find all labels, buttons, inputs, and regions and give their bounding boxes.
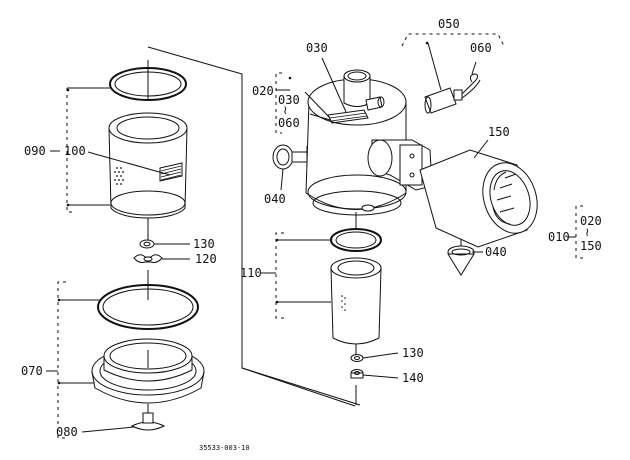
dust-cup xyxy=(91,338,205,404)
inlet-duct xyxy=(367,139,433,191)
callout-020-range-start: 020 xyxy=(580,214,602,228)
range-separator-010: ≀ xyxy=(585,225,590,239)
leader-lines xyxy=(46,41,576,433)
sensor-assembly-050 xyxy=(424,73,481,114)
inner-filter-element xyxy=(330,257,382,345)
callout-090: 090 xyxy=(24,144,46,158)
outer-filter-element xyxy=(108,112,188,219)
callout-040-left: 040 xyxy=(264,192,286,206)
evacuator-valve-080 xyxy=(130,404,166,431)
callout-130-center: 130 xyxy=(402,346,424,360)
figure-number: 35533-003-10 xyxy=(199,444,250,452)
callout-110: 110 xyxy=(240,266,262,280)
air-cleaner-body xyxy=(305,69,407,216)
callout-040-right: 040 xyxy=(485,245,507,259)
perforation-pattern-inner xyxy=(341,295,346,311)
wing-nut xyxy=(133,254,163,263)
callout-030: 030 xyxy=(306,41,328,55)
callout-080: 080 xyxy=(56,425,78,439)
bracket-090-group xyxy=(66,87,110,213)
callout-060-range-end: 060 xyxy=(278,116,300,130)
gasket-ring-center xyxy=(330,228,382,252)
callout-030-range-start: 030 xyxy=(278,93,300,107)
callout-150: 150 xyxy=(488,125,510,139)
callout-150-range-end: 150 xyxy=(580,239,602,253)
callout-100: 100 xyxy=(64,144,86,158)
callout-060: 060 xyxy=(470,41,492,55)
pre-cleaner-150 xyxy=(419,149,538,248)
nut-140 xyxy=(350,369,364,379)
callout-070: 070 xyxy=(21,364,43,378)
bracket-110-group xyxy=(275,232,332,319)
range-separator-020: ≀ xyxy=(283,103,288,117)
callout-020: 020 xyxy=(252,84,274,98)
perforation-pattern xyxy=(114,167,124,185)
callout-140: 140 xyxy=(402,371,424,385)
callout-130-left: 130 xyxy=(193,237,215,251)
indicator-040-left xyxy=(272,144,308,170)
washer-130-left xyxy=(139,239,155,249)
bracket-070-group xyxy=(57,281,100,439)
callout-050: 050 xyxy=(438,17,460,31)
bracket-020-group xyxy=(275,72,282,134)
callout-labels: 050 060 030 020 030 ≀ 060 150 040 040 01… xyxy=(21,17,602,452)
indicator-040-right xyxy=(447,245,475,276)
gasket-ring-top xyxy=(109,67,187,101)
callout-010: 010 xyxy=(548,230,570,244)
bracket-050-group xyxy=(401,33,505,47)
label-patch-top xyxy=(327,109,369,124)
gasket-ring-lower xyxy=(97,284,199,330)
callout-120: 120 xyxy=(195,252,217,266)
washer-130-center xyxy=(350,354,364,362)
